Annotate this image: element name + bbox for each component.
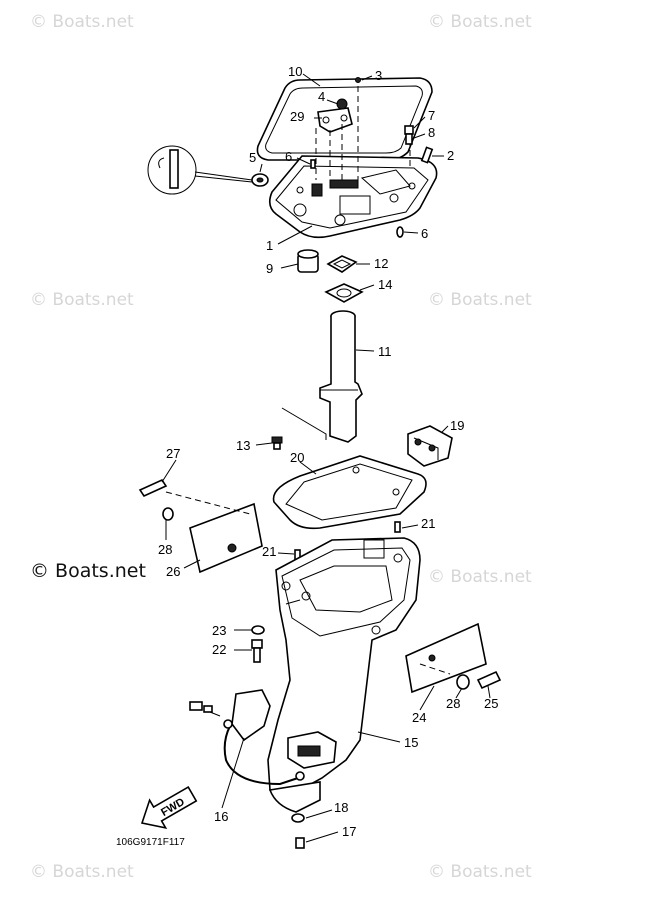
part-20-gasket [272,455,427,530]
watermark-main: © Boats.net [30,560,146,582]
callout-6-lower: 6 [421,226,428,241]
part-23-washer [251,625,265,635]
watermark-bottom-right: © Boats.net [428,862,532,882]
part-6-stud-upper [310,159,316,169]
forward-arrow-icon: FWD [140,785,198,829]
callout-labels: 10 3 4 29 7 8 2 5 6 6 1 9 12 14 11 13 19… [116,64,498,848]
callout-17: 17 [342,824,356,839]
part-11-exhaust-pipe [319,310,363,443]
diagram-code: 106G9171F117 [116,837,185,848]
callout-25: 25 [484,696,498,711]
part-14-gasket [324,283,364,303]
detail-inset [147,145,253,195]
callout-27: 27 [166,446,180,461]
callout-19: 19 [450,418,464,433]
callout-24: 24 [412,710,426,725]
callout-4: 4 [318,89,325,104]
part-26-side-plate [189,502,263,574]
part-24-side-plate [405,622,487,694]
part-27-label [138,478,168,498]
callout-6-upper: 6 [285,149,292,164]
part-2-pin [420,146,434,164]
callout-3: 3 [375,68,382,83]
callout-10: 10 [288,64,302,79]
callout-28-left: 28 [158,542,172,557]
callout-20: 20 [290,450,304,465]
part-9-bushing [297,249,319,273]
part-28-grommet-left [162,507,174,521]
callout-18: 18 [334,800,348,815]
leader-lines [161,73,491,843]
callout-21-left: 21 [262,544,276,559]
callout-16: 16 [214,809,228,824]
callout-7: 7 [428,108,435,123]
callout-29: 29 [290,109,304,124]
part-25-label [476,670,502,690]
part-18-washer [291,813,305,823]
part-17-screw [295,837,305,849]
callout-26: 26 [166,564,180,579]
callout-21-right: 21 [421,516,435,531]
watermark-bottom-left: © Boats.net [30,862,134,882]
callout-2: 2 [447,148,454,163]
callout-8: 8 [428,125,435,140]
callout-23: 23 [212,623,226,638]
callout-28-right: 28 [446,696,460,711]
callout-12: 12 [374,256,388,271]
callout-15: 15 [404,735,418,750]
part-22-bolt [251,639,263,663]
part-19-bracket [407,425,453,467]
callout-1: 1 [266,238,273,253]
part-12-seal [326,255,358,273]
part-1-upper-casing [268,86,438,239]
watermark-mid-left: © Boats.net [30,290,134,310]
callout-22: 22 [212,642,226,657]
callout-11: 11 [378,344,392,359]
part-15-lower-casing [267,537,421,813]
part-13-bolt [271,436,283,450]
part-5-grommet [251,173,269,187]
part-21-stud-right [394,521,401,533]
part-28-grommet-right [456,674,470,690]
watermark-top-right: © Boats.net [428,12,532,32]
callout-13: 13 [236,438,250,453]
callout-9: 9 [266,261,273,276]
part-4-grommet [336,98,348,110]
part-16-lead-wire [189,689,305,786]
fwd-label: FWD [159,796,187,819]
part-6-stud-lower [396,226,404,238]
callout-14: 14 [378,277,392,292]
watermark-top-left: © Boats.net [30,12,134,32]
callout-5: 5 [249,150,256,165]
part-3-dot [355,77,361,83]
part-7-8-bolt [404,125,414,145]
watermark-mid-right: © Boats.net [428,290,532,310]
watermark-lower-right: © Boats.net [428,567,532,587]
